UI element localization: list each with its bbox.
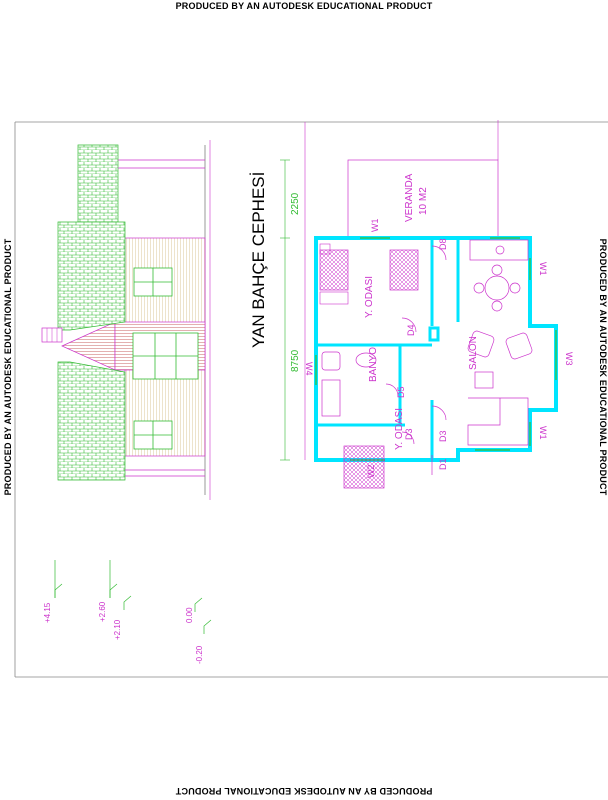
elevation-title: YAN BAHÇE CEPHESİ: [249, 172, 268, 348]
living-label: SALON: [468, 336, 479, 370]
dining-table: [484, 275, 510, 301]
bed-2-hatched: [343, 445, 385, 489]
veranda-area: 10 M2: [418, 187, 429, 215]
level-label-260: +2.60: [98, 601, 107, 622]
window-label-w3: W3: [564, 352, 574, 366]
bed-1a: [319, 249, 349, 291]
sofa: [467, 397, 529, 446]
bathtub: [321, 379, 341, 417]
window-label-w1a: W1: [370, 219, 380, 233]
window-label-w2: W2: [366, 465, 376, 479]
coffee-table: [474, 371, 494, 389]
bedroom-2-label: Y. ODASI: [394, 408, 405, 450]
door-label-d4: D4: [406, 324, 416, 336]
level-label-415: +4.15: [43, 602, 52, 623]
window-small-1: [133, 267, 173, 297]
bed-1b: [389, 249, 419, 291]
toilet: [355, 352, 377, 368]
level-label-210: +2.10: [113, 619, 122, 640]
doors: [385, 245, 447, 475]
door-label-d3b: D3: [438, 430, 448, 442]
armchair-1: [467, 330, 495, 358]
door-label-d1: D1: [438, 458, 448, 470]
window-small-2: [133, 420, 173, 450]
door-label-d3a: D3: [404, 428, 414, 440]
window-label-w1b: W1: [538, 262, 548, 276]
door-label-d5: D5: [396, 386, 406, 398]
exterior-walls: [314, 236, 558, 462]
roof-upper: [77, 144, 119, 223]
watermark-top: PRODUCED BY AN AUTODESK EDUCATIONAL PROD…: [175, 1, 433, 11]
bedroom-1-label: Y. ODASI: [364, 276, 375, 318]
furniture-visible: [321, 239, 533, 489]
sheet-frame: [14, 121, 608, 678]
sink: [321, 351, 341, 371]
window-label-w1c: W1: [538, 426, 548, 440]
door-label-d8: D8: [438, 238, 448, 250]
window-large: [132, 332, 199, 380]
level-label-020: -0.20: [195, 645, 204, 664]
dim-veranda: 2250: [290, 192, 301, 215]
level-label-000: 0.00: [185, 607, 194, 623]
kitchen-counter: [469, 239, 529, 261]
window-label-w4: W4: [304, 362, 314, 376]
level-markers: [54, 560, 212, 634]
roof-right: [57, 361, 126, 481]
floor-plan: [280, 120, 558, 462]
veranda-name: VERANDA: [404, 173, 415, 222]
bath-label: BANYO: [368, 347, 379, 382]
side-elevation: [41, 140, 211, 500]
roof-left: [57, 221, 126, 331]
dim-total: 8750: [290, 349, 301, 372]
armchair-2: [505, 332, 533, 360]
